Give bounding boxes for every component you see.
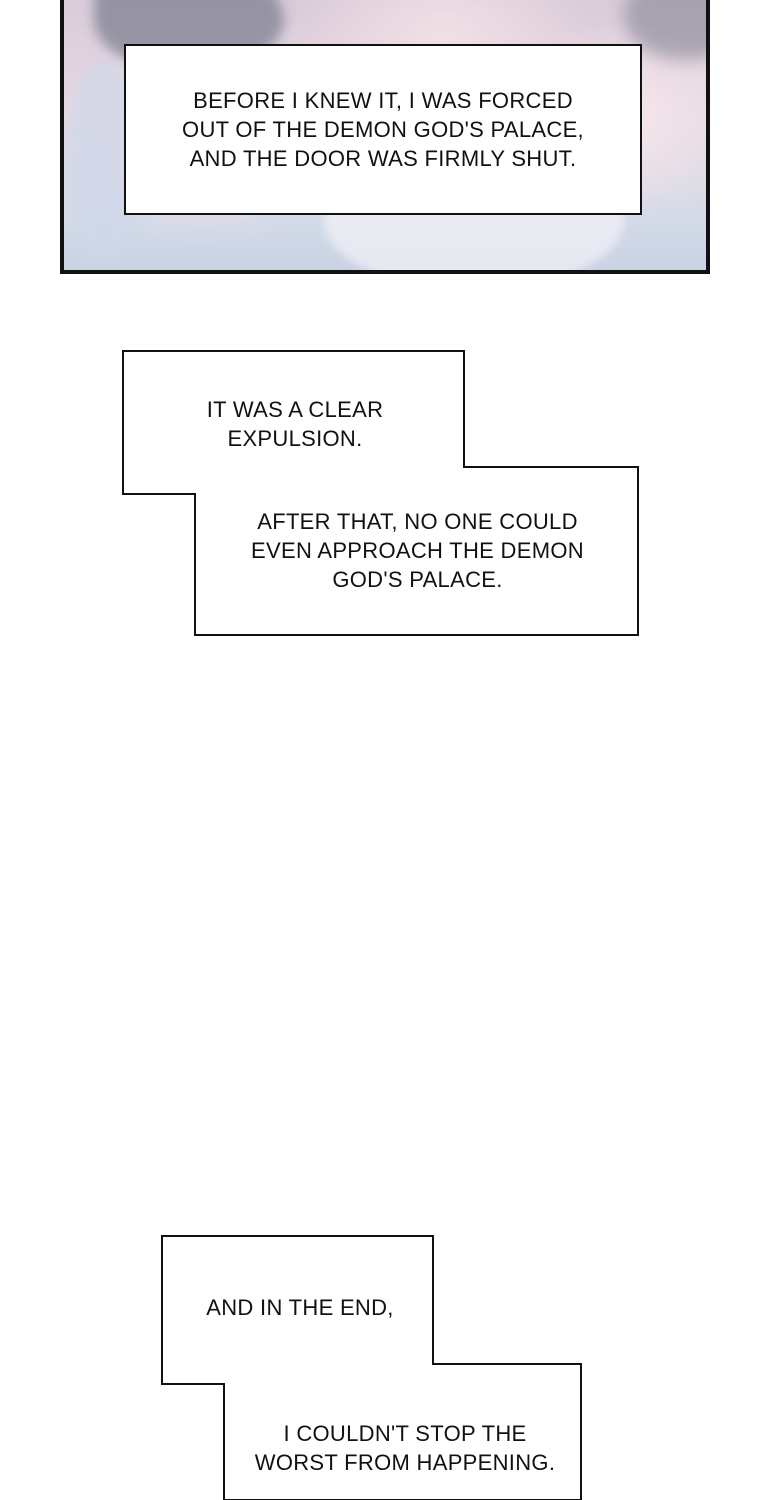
narration-box-1-first-text: IT WAS A CLEAR EXPULSION. bbox=[206, 397, 384, 451]
panel-caption-box: BEFORE I KNEW IT, I WAS FORCED OUT OF TH… bbox=[124, 44, 642, 215]
narration-box-2-second-text: I COULDN'T STOP THE WORST FROM HAPPENING… bbox=[254, 1421, 556, 1475]
narration-box-1-second-text: AFTER THAT, NO ONE COULD EVEN APPROACH T… bbox=[251, 509, 584, 592]
narration-box-2-outline bbox=[161, 1235, 582, 1500]
panel-caption-text: BEFORE I KNEW IT, I WAS FORCED OUT OF TH… bbox=[182, 88, 584, 171]
narration-box-1-outline bbox=[122, 350, 639, 636]
narration-box-2-first-text: AND IN THE END, bbox=[206, 1295, 394, 1320]
